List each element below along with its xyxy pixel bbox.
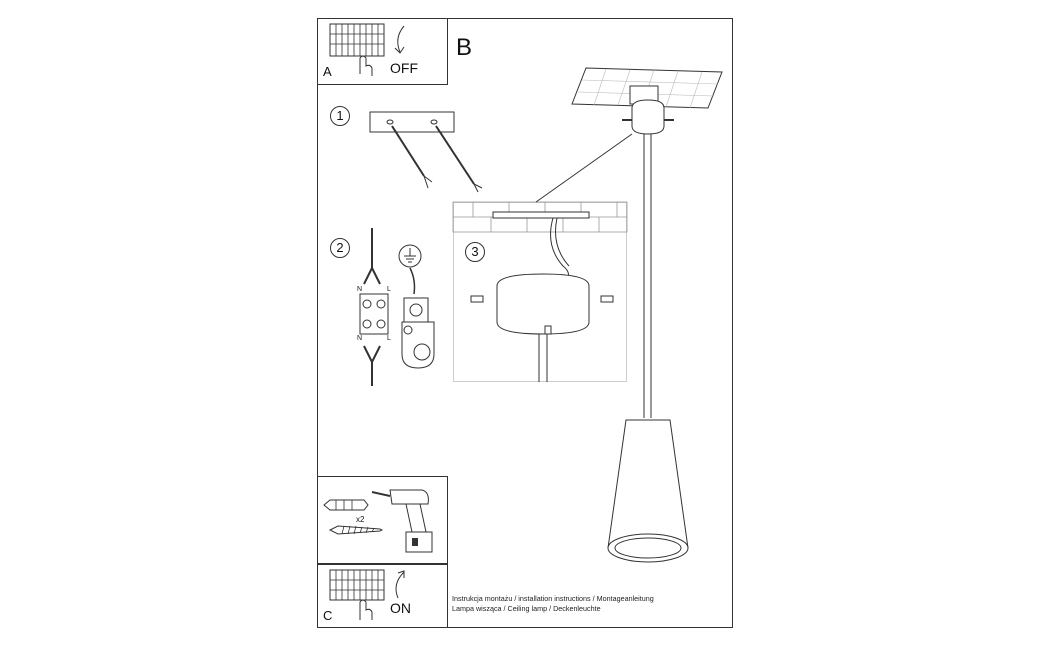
caption-line-2: Lampa wisząca / Ceiling lamp / Deckenleu… <box>452 604 601 613</box>
terminal-label-l-bottom: L <box>387 335 391 342</box>
quantity-label: x2 <box>356 515 365 524</box>
arrow-down-icon <box>394 25 405 54</box>
terminal-label-n-bottom: N <box>357 335 363 342</box>
step-2-number: 2 <box>330 238 350 258</box>
pendant-lamp-illustration <box>535 67 723 563</box>
terminal-label-n-top: N <box>357 286 363 293</box>
step-3-number: 3 <box>465 242 485 262</box>
section-a-letter: A <box>323 64 332 79</box>
step-1-number: 1 <box>330 106 350 126</box>
circuit-breaker-icon <box>329 23 385 76</box>
section-c-letter: C <box>323 608 333 623</box>
terminal-block-icon <box>359 228 389 386</box>
ground-terminal-icon <box>398 244 435 369</box>
section-b-letter: B <box>456 34 473 61</box>
drill-icon <box>371 489 433 553</box>
screw-icon <box>328 525 384 535</box>
instruction-sheet <box>317 18 733 628</box>
arrow-up-icon <box>395 570 405 599</box>
on-label: ON <box>390 600 411 616</box>
circuit-breaker-icon <box>329 569 385 620</box>
canopy-detail-panel <box>453 202 627 382</box>
terminal-label-l-top: L <box>387 286 391 293</box>
canopy-detail-icon <box>452 201 628 382</box>
wall-plug-icon <box>323 499 369 511</box>
caption-line-1: Instrukcja montażu / installation instru… <box>452 594 654 603</box>
off-label: OFF <box>390 60 418 76</box>
ceiling-mount-wires-icon <box>369 111 483 193</box>
